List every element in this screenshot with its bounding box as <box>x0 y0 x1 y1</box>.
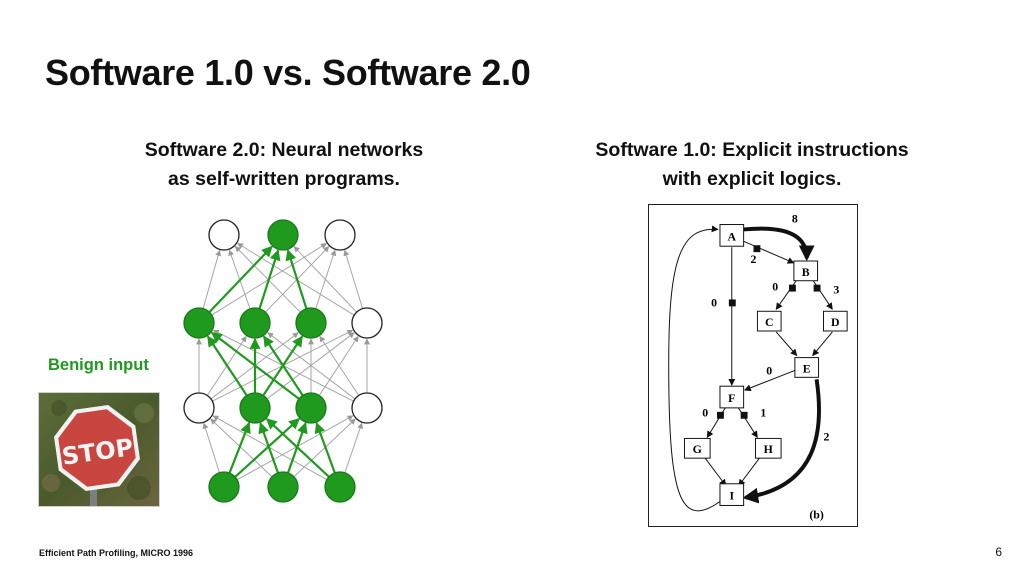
connection <box>202 422 220 473</box>
edge-label-b-c: 0 <box>772 280 778 294</box>
left-subtitle-line-2: as self-written programs. <box>168 168 400 190</box>
edge-e-i <box>742 379 821 504</box>
active-connection <box>206 335 248 397</box>
edge-b-d <box>812 279 833 310</box>
active-neuron <box>208 471 240 503</box>
connection <box>343 249 364 309</box>
active-neuron <box>239 392 271 424</box>
active-connection <box>262 335 304 397</box>
connection <box>210 418 273 478</box>
footer-citation: Efficient Path Profiling, MICRO 1996 <box>39 548 194 558</box>
network-neurons <box>183 219 383 503</box>
connection <box>202 249 222 309</box>
node-f: F <box>719 385 745 409</box>
edge-f-g <box>706 406 727 439</box>
diagram-caption: (b) <box>809 507 824 521</box>
active-neuron <box>295 307 327 339</box>
edge-c-e <box>775 331 798 357</box>
node-e: E <box>794 357 820 378</box>
node-f-label: F <box>728 391 735 405</box>
neuron <box>351 392 383 424</box>
right-subtitle-line-2: with explicit logics. <box>662 168 842 190</box>
active-connection <box>234 417 300 478</box>
active-neuron <box>324 471 356 503</box>
neuron <box>183 392 215 424</box>
edge-label-a-f: 0 <box>711 295 717 309</box>
active-neuron <box>183 307 215 339</box>
edge-f-h <box>737 406 758 439</box>
edge-label-c-e: 0 <box>766 363 772 377</box>
edge-label-a-b-thick: 8 <box>792 212 798 226</box>
active-connection <box>314 421 336 474</box>
node-b: B <box>793 260 819 282</box>
neuron <box>324 219 356 251</box>
edge-label-f-h: 1 <box>760 406 766 420</box>
node-c-label: C <box>765 315 774 329</box>
node-i: I <box>719 483 745 506</box>
node-g: G <box>683 437 711 459</box>
edge-e-f <box>743 369 796 392</box>
connection <box>267 332 356 400</box>
node-h-label: H <box>764 442 773 456</box>
active-connection <box>228 421 251 474</box>
neural-network-diagram <box>183 219 383 503</box>
benign-input-label: Benign input <box>48 356 149 374</box>
right-subtitle-line-1: Software 1.0: Explicit instructions <box>595 139 909 161</box>
left-subtitle: Software 2.0: Neural networks as self-wr… <box>84 136 484 194</box>
instrumentation-markers <box>717 245 821 419</box>
neuron <box>208 219 240 251</box>
active-connections <box>206 245 336 478</box>
right-subtitle: Software 1.0: Explicit instructions with… <box>552 136 952 194</box>
node-d: D <box>822 310 848 332</box>
control-flow-graph: A B C D E F G <box>648 204 858 527</box>
node-a: A <box>719 224 745 247</box>
edge-h-i <box>738 457 760 487</box>
page-number: 6 <box>995 545 1002 559</box>
stop-sign-photo: STOP <box>39 393 159 506</box>
left-subtitle-line-1: Software 2.0: Neural networks <box>144 139 424 161</box>
node-i-label: I <box>729 489 734 503</box>
active-neuron <box>239 307 271 339</box>
active-connection <box>208 245 273 313</box>
edge-g-i <box>704 457 727 487</box>
active-neuron <box>267 471 299 503</box>
edge-a-b-thick <box>743 226 815 262</box>
node-b-label: B <box>802 265 810 279</box>
active-neuron <box>295 392 327 424</box>
node-h: H <box>754 437 782 459</box>
edge-label-f-g: 0 <box>702 406 708 420</box>
node-c: C <box>756 310 782 332</box>
active-connection <box>285 249 308 310</box>
active-connection <box>265 418 330 478</box>
edge-label-b-d: 3 <box>833 283 839 297</box>
neuron <box>351 307 383 339</box>
active-connection <box>258 249 281 310</box>
connection <box>237 242 355 316</box>
connection <box>319 335 360 396</box>
active-connection <box>258 422 280 474</box>
edge-i-a-loop <box>668 225 721 512</box>
node-e-label: E <box>803 361 811 375</box>
edge-label-e-i: 2 <box>823 429 829 443</box>
edge-label-a-b: 2 <box>751 252 757 266</box>
active-neuron <box>267 219 299 251</box>
node-a-label: A <box>728 229 737 243</box>
node-g-label: G <box>693 442 702 456</box>
connection <box>293 246 358 313</box>
node-d-label: D <box>831 315 840 329</box>
edge-a-b <box>743 240 795 264</box>
connection <box>236 415 354 481</box>
edge-b-c <box>775 279 798 310</box>
slide-title: Software 1.0 vs. Software 2.0 <box>45 52 531 93</box>
edge-d-e <box>812 331 833 357</box>
connection <box>344 422 363 473</box>
